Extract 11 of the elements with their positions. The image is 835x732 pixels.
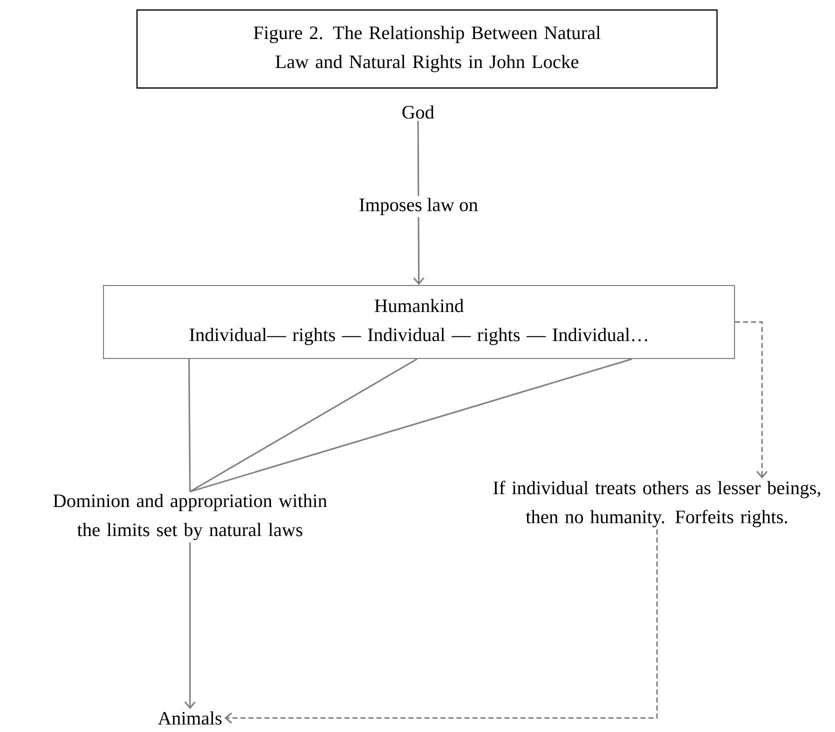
- node-text: If individual treats others as lesser beings, then no humanity. Forfeits rights.: [493, 480, 820, 528]
- process-box: Humankind Individual— rights — Individual — rights — Individual…: [103, 285, 735, 359]
- node-text: Dominion and appropriation within the limits set by natural laws: [53, 494, 327, 540]
- node-text: God: [402, 105, 434, 119]
- arrow: [184, 542, 196, 710]
- title-box: Figure 2. The Relationship Between Natural Law and Natural Rights in John Locke: [136, 9, 718, 89]
- edge-label: Imposes law on: [356, 196, 480, 218]
- arrow: [413, 120, 424, 285]
- arrow: [224, 529, 658, 724]
- arrow: [735, 321, 768, 479]
- node-text: Animals: [158, 711, 222, 725]
